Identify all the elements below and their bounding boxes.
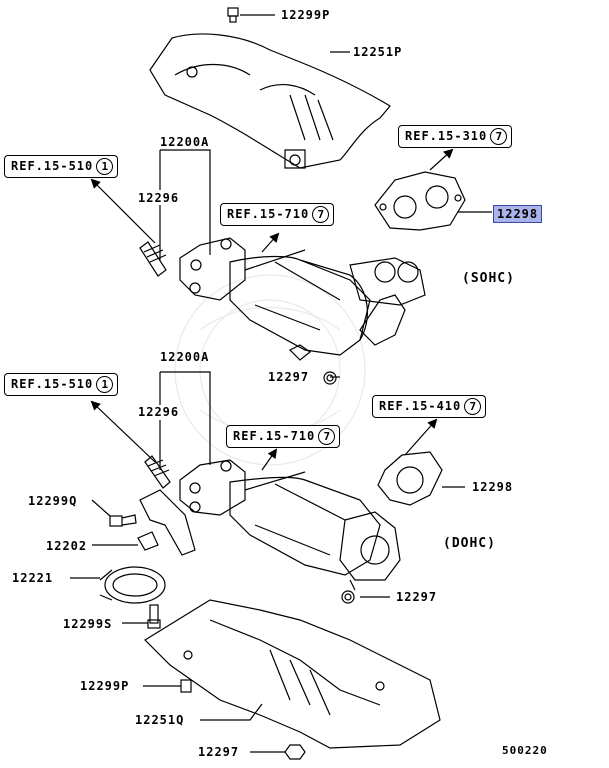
variant-dohc: (DOHC) — [443, 536, 496, 551]
label-12299P-top[interactable]: 12299P — [281, 8, 331, 22]
label-12200A-bottom[interactable]: 12200A — [160, 350, 210, 364]
ref-text: REF.15-710 — [227, 207, 310, 221]
bolt-12299S — [147, 604, 161, 629]
diagram-number: 500220 — [502, 744, 548, 757]
ref-text: REF.15-410 — [379, 399, 462, 413]
label-12299S[interactable]: 12299S — [63, 617, 113, 631]
label-12299Q[interactable]: 12299Q — [28, 494, 78, 508]
label-12200A-top[interactable]: 12200A — [160, 135, 210, 149]
ref-circle-number: 7 — [318, 428, 336, 445]
variant-sohc: (SOHC) — [462, 271, 515, 286]
label-12296-bottom[interactable]: 12296 — [138, 405, 180, 419]
ref-text: REF.15-510 — [11, 377, 94, 391]
ref-circle-number: 7 — [312, 206, 330, 223]
label-12297-bottom[interactable]: 12297 — [198, 745, 240, 759]
label-12251Q[interactable]: 12251Q — [135, 713, 185, 727]
label-12202[interactable]: 12202 — [46, 539, 88, 553]
nut-12297-top — [323, 371, 337, 385]
heat-shield-upper — [149, 33, 391, 169]
nut-12297-bottom — [284, 744, 306, 760]
catalytic-converter-dohc — [179, 459, 401, 591]
label-12251P[interactable]: 12251P — [353, 45, 403, 59]
label-12297-lower[interactable]: 12297 — [396, 590, 438, 604]
ref-text: REF.15-710 — [233, 429, 316, 443]
clamp-12221 — [99, 566, 166, 604]
ref-circle-number: 1 — [96, 158, 114, 175]
nut-12297-lower — [341, 590, 355, 604]
gasket-12298-top — [374, 171, 466, 231]
label-12221[interactable]: 12221 — [12, 571, 54, 585]
ref-circle-number: 1 — [96, 376, 114, 393]
ref-text: REF.15-510 — [11, 159, 94, 173]
bracket-12202 — [137, 489, 196, 556]
label-12299P-bottom[interactable]: 12299P — [80, 679, 130, 693]
label-12298-bottom[interactable]: 12298 — [472, 480, 514, 494]
ref-text: REF.15-310 — [405, 129, 488, 143]
gasket-12298-bottom — [377, 451, 443, 506]
ref-circle-number: 7 — [464, 398, 482, 415]
label-12297-top[interactable]: 12297 — [268, 370, 310, 384]
bolt-12299Q — [109, 514, 137, 527]
stud-12296-bottom — [144, 455, 171, 489]
ref-circle-number: 7 — [490, 128, 508, 145]
heat-shield-lower — [144, 599, 441, 749]
bolt-12299P-bottom — [180, 679, 192, 693]
label-12298-top-highlighted[interactable]: 12298 — [493, 205, 543, 223]
label-12296-top[interactable]: 12296 — [138, 191, 180, 205]
bolt-12299P-top — [227, 7, 239, 23]
stud-12296-top — [139, 241, 167, 277]
catalytic-converter-sohc — [179, 237, 426, 361]
